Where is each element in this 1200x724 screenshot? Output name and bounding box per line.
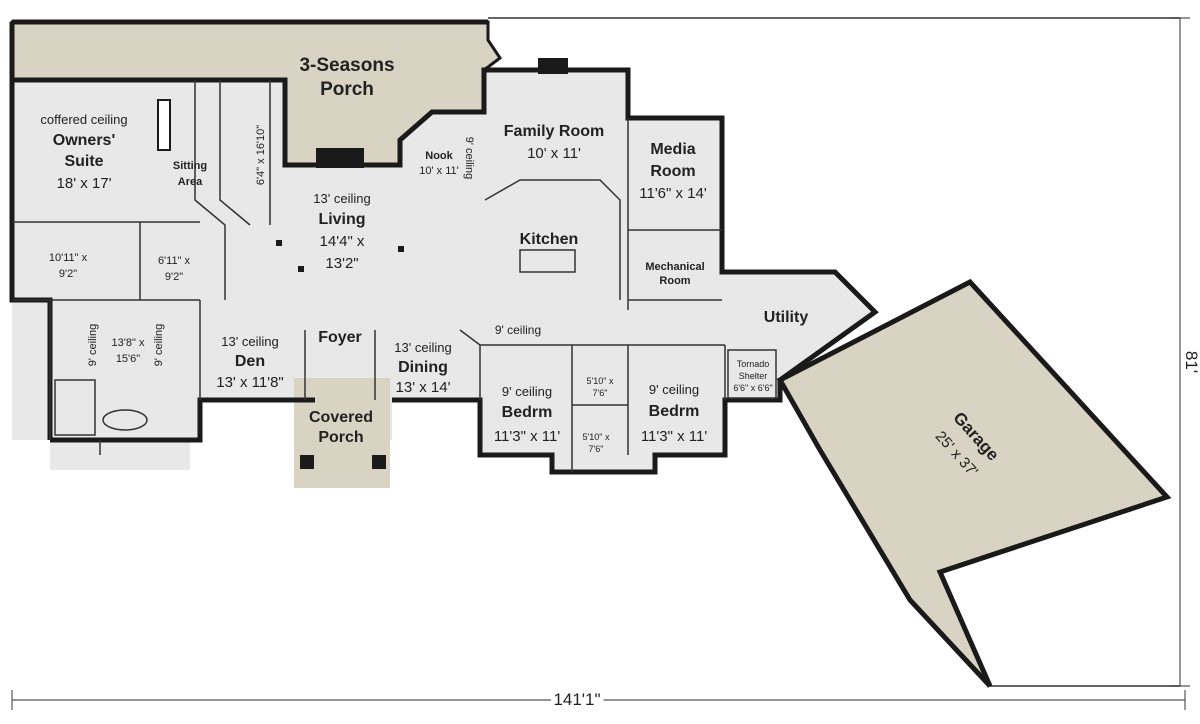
garage-area [776, 278, 1172, 688]
hall-dim: 6'4" x 16'10" [255, 125, 267, 185]
bed1-name: Bedrm [502, 404, 553, 421]
media-name-line2: Room [650, 163, 695, 180]
closet2-dim: 6'11" x [158, 255, 191, 267]
interior-walls [12, 80, 777, 472]
bath3-dim: 5'10" x [583, 432, 610, 442]
owners-name-line2: Suite [64, 153, 103, 170]
sitting-name: Sitting [173, 160, 207, 172]
fixtures [157, 58, 568, 469]
mech-name: Mechanical [645, 261, 704, 273]
family-dim: 10' x 11' [527, 145, 581, 162]
covered-name: Covered [309, 409, 373, 426]
living-dim: 14'4" x [320, 233, 365, 250]
sitting-name-line2: Area [178, 176, 203, 188]
bed2-name: Bedrm [649, 403, 700, 420]
bath-dim-line2: 15'6" [116, 353, 140, 365]
living-note: 13' ceiling [313, 191, 370, 206]
dining-dim: 13' x 14' [396, 379, 451, 396]
dining-note: 13' ceiling [394, 340, 451, 355]
foyer-name: Foyer [318, 329, 362, 346]
bath-note-right: 9' ceiling [153, 324, 165, 366]
closet2-dim-line2: 9'2" [165, 271, 183, 283]
nook-name: Nook [425, 150, 453, 162]
house-floor [12, 70, 875, 472]
mech-name-line2: Room [659, 275, 690, 287]
media-name: Media [650, 141, 695, 158]
bath-dim: 13'8" x [112, 337, 145, 349]
owners-note: coffered ceiling [40, 112, 127, 127]
tornado-dim: 6'6" x 6'6" [733, 383, 772, 393]
bed1-note: 9' ceiling [502, 384, 552, 399]
media-dim: 11'6" x 14' [639, 185, 707, 202]
owners-name: Owners' [53, 132, 116, 149]
bed1-dim: 11'3" x 11' [494, 428, 561, 445]
nook-dim: 10' x 11' [419, 165, 458, 177]
bath2-dim-line2: 7'6" [593, 388, 608, 398]
hall-note: 9' ceiling [495, 323, 541, 337]
overall-depth: 81' [1182, 351, 1200, 373]
dining-name: Dining [398, 359, 448, 376]
closet1-dim-line2: 9'2" [59, 268, 77, 280]
den-dim: 13' x 11'8" [216, 374, 284, 391]
nook-note: 9' ceiling [463, 137, 475, 179]
family-name: Family Room [504, 123, 604, 140]
dimension-lines [11, 17, 1190, 710]
closet1-dim: 10'11" x [49, 252, 88, 264]
living-dim-line2: 13'2" [325, 255, 358, 272]
overall-width: 141'1" [553, 690, 600, 709]
porch-name-line2: Porch [320, 79, 374, 100]
porch-name: 3-Seasons [299, 55, 394, 76]
bed2-note: 9' ceiling [649, 382, 699, 397]
tornado-name: Tornado [737, 359, 770, 369]
covered-name-line2: Porch [318, 429, 363, 446]
kitchen-name: Kitchen [520, 231, 579, 248]
bed2-dim: 11'3" x 11' [641, 428, 708, 445]
owners-dim: 18' x 17' [57, 175, 112, 192]
bath3-dim-line2: 7'6" [589, 444, 604, 454]
utility-name: Utility [764, 309, 809, 326]
den-name: Den [235, 353, 265, 370]
tornado-name-line2: Shelter [739, 371, 768, 381]
bath2-dim: 5'10" x [587, 376, 614, 386]
living-name: Living [318, 211, 365, 228]
bath-note-left: 9' ceiling [87, 324, 99, 366]
covered-porch [294, 378, 390, 488]
den-note: 13' ceiling [221, 334, 278, 349]
